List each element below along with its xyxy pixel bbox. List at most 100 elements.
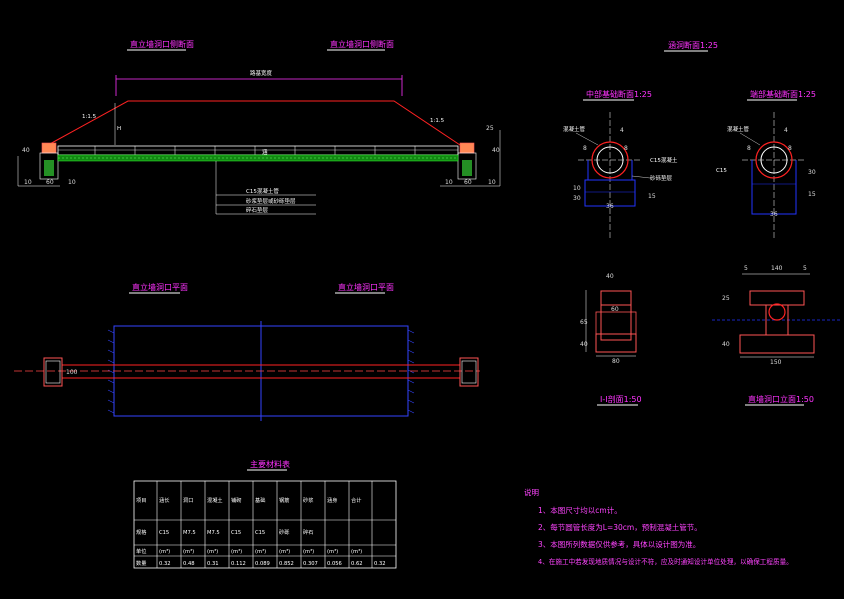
dim-60-a: 60 [46,179,54,186]
elev-title-right: 直立墙洞口侧断面 [330,39,394,49]
table-cell-row-unit-4: (m³) [231,549,242,555]
notes-heading: 说明 [524,487,539,497]
outlet-title: 直墙洞口立面1:50 [748,394,814,404]
slope-label-left: 1:1.5 [82,114,97,120]
section-1-1: 40 60 65 40 80 I-I剖面1:50 [580,273,642,406]
detail-a-label-3: 砂砾垫层 [650,174,673,182]
db-dim-1: 8 [747,145,751,152]
outlet-elevation: 5 140 5 25 40 150 直墙洞口立面1:50 [712,265,840,406]
table-cell-row-spec-6: 砂砾 [279,528,289,536]
embankment-outline [47,100,461,146]
table-cell-row-unit-7: (m³) [303,549,314,555]
da-dim-5: 30 [573,195,581,202]
outlet-dim-4: 25 [722,295,730,302]
table-cell-headers-0: 项目 [136,497,146,504]
table-cell-headers-9: 合计 [351,496,361,504]
table-cell-row-qty-7: 0.307 [303,561,318,567]
callout-3: 碎石垫层 [246,206,269,214]
outlet-cap [749,290,805,306]
dim-40-right: 40 [492,147,500,154]
table-cell-row-qty-4: 0.112 [231,561,246,567]
headwall-right [459,142,475,154]
table-cell-row-qty-10: 0.32 [374,561,386,567]
outlet-dim-1: 5 [744,265,748,272]
table-cell-headers-4: 铺砌 [231,496,241,504]
table-cell-headers-8: 涵身 [327,496,337,504]
detail-a-label-2: C15混凝土 [650,156,678,164]
db-dim-2: 4 [784,127,788,134]
detail-middle-foundation: 中部基础断面1:25 混凝土管 C15混凝土 砂砾垫层 8 4 8 10 30 … [563,89,678,240]
callout-1: C15混凝土管 [246,187,279,195]
table-cell-row-qty-8: 0.056 [327,561,342,567]
da-dim-6: 15 [648,193,656,200]
detail-a-title: 中部基础断面1:25 [586,89,652,99]
culvert-plan: 直立墙洞口平面 直立墙洞口平面 100 [14,282,480,421]
table-cell-row-spec-1: C15 [159,530,169,536]
callout-2: 砂浆垫层或砂砾垫层 [246,197,296,205]
detail-a-label-1: 混凝土管 [563,125,586,133]
dim-60-b: 60 [464,179,472,186]
s11-dim-5: 80 [612,358,620,365]
db-dim-4: 30 [808,169,816,176]
table-cell-row-qty-5: 0.089 [255,561,270,567]
table-cell-row-spec-3: M7.5 [207,530,220,536]
elev-title-left: 直立墙洞口侧断面 [130,39,194,49]
table-cell-row-unit-2: (m³) [183,549,194,555]
table-cell-row-qty-2: 0.48 [183,561,195,567]
table-cell-row-unit-3: (m³) [207,549,218,555]
table-cell-row-spec-0: 规格 [136,528,147,536]
table-cell-row-unit-9: (m³) [351,549,362,555]
outlet-dim-2: 140 [771,265,783,272]
da-dim-4: 10 [573,185,581,192]
height-mark: H [117,126,121,132]
detail-b-label-1: 混凝土管 [727,125,750,133]
table-cell-row-qty-3: 0.31 [207,561,219,567]
table-title: 主要材料表 [250,459,290,469]
table-cell-row-unit-6: (m³) [279,549,290,555]
da-dim-1: 8 [583,145,587,152]
table-cell-headers-5: 基础 [255,496,265,504]
s11-dim-4: 40 [580,341,588,348]
s11-dim-3: 65 [580,319,588,326]
s11-dim-1: 40 [606,273,614,280]
table-cell-row-qty-9: 0.62 [351,561,363,567]
table-cell-row-spec-2: M7.5 [183,530,196,536]
da-dim-7: 36 [606,203,614,210]
notes-block: 说明 1、本图尺寸均以cm计。 2、每节圆管长度为L=30cm，预制混凝土管节。… [524,487,793,566]
outlet-dim-3: 5 [803,265,807,272]
table-cell-row-qty-1: 0.32 [159,561,171,567]
culvert-elevation: 直立墙洞口侧断面 直立墙洞口侧断面 路基宽度 1:1.5 1:1.5 H [17,39,501,215]
headwall-left [41,142,57,154]
table-cell-headers-1: 涵长 [159,496,170,504]
da-dim-3: 8 [624,145,628,152]
plan-dim-100: 100 [66,369,78,376]
top-dim-label: 路基宽度 [250,69,273,77]
outlet-dim-5: 40 [722,341,730,348]
table-cell-row-unit-1: (m³) [159,549,170,555]
table-cell-row-unit-0: 单位 [136,547,146,555]
slope-label-right: 1:1.5 [430,118,445,124]
note-4: 4、在施工中若发现地质情况与设计不符，应及时通知设计单位处理，以确保工程质量。 [538,557,793,566]
dim-10-a: 10 [24,179,32,186]
table-cell-row-spec-7: 碎石 [303,528,313,536]
note-3: 3、本图所列数据仅供参考，具体以设计图为准。 [538,539,700,549]
db-dim-3: 8 [788,145,792,152]
dim-25: 25 [486,125,494,132]
table-cell-row-unit-8: (m³) [327,549,338,555]
outlet-dim-6: 150 [770,359,782,366]
table-cell-row-qty-6: 0.852 [279,561,294,567]
table-cell-headers-7: 砂浆 [303,496,313,504]
section-title: 涵洞断面1:25 [668,40,718,50]
table-cell-row-spec-5: C15 [255,530,265,536]
detail-b-title: 端部基础断面1:25 [750,89,816,99]
detail-end-foundation: 端部基础断面1:25 混凝土管 C15 8 4 8 30 15 36 [716,89,816,240]
plan-title-right: 直立墙洞口平面 [338,282,394,292]
table-cell-row-unit-5: (m³) [255,549,266,555]
outlet-pipe [768,303,786,321]
db-dim-6: 36 [770,211,778,218]
endwall-plan-right [459,357,479,387]
da-dim-2: 4 [620,127,624,134]
dim-10-d: 10 [488,179,496,186]
